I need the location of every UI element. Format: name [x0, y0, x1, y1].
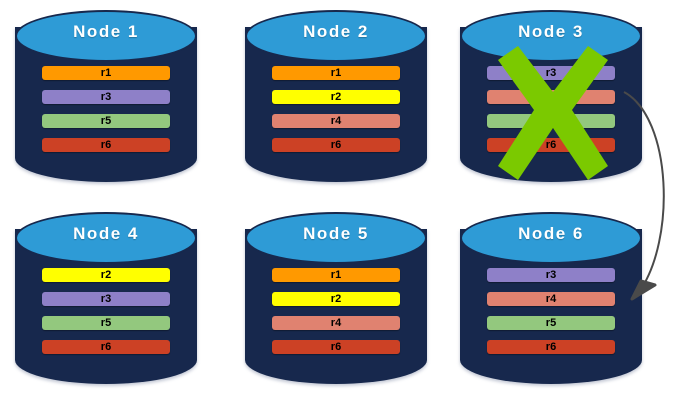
node-2[interactable]: Node 2 r1 r2 r4 r6: [245, 10, 427, 188]
replica-bar[interactable]: r5: [487, 316, 615, 330]
replica-bar[interactable]: r6: [272, 340, 400, 354]
node-6-label: Node 6: [518, 224, 584, 243]
replica-bar[interactable]: r1: [272, 268, 400, 282]
replica-bar[interactable]: r4: [272, 316, 400, 330]
node-1-cylinder-top: [15, 10, 197, 62]
replica-bar[interactable]: r2: [42, 268, 170, 282]
node-4-replica-list: r2 r3 r5 r6: [42, 268, 170, 354]
node-5[interactable]: Node 5 r1 r2 r4 r6: [245, 212, 427, 390]
replica-bar[interactable]: r3: [487, 66, 615, 80]
node-1-replica-list: r1 r3 r5 r6: [42, 66, 170, 152]
node-2-replica-list: r1 r2 r4 r6: [272, 66, 400, 152]
replica-bar[interactable]: r6: [272, 138, 400, 152]
replica-bar[interactable]: r3: [42, 292, 170, 306]
node-5-cylinder-top: [245, 212, 427, 264]
node-6-replica-list: r3 r4 r5 r6: [487, 268, 615, 354]
replica-bar[interactable]: r6: [42, 138, 170, 152]
replica-bar[interactable]: r3: [487, 268, 615, 282]
node-1-label: Node 1: [73, 22, 139, 41]
node-6[interactable]: Node 6 r3 r4 r5 r6: [460, 212, 642, 390]
node-4-label: Node 4: [73, 224, 139, 243]
node-5-replica-list: r1 r2 r4 r6: [272, 268, 400, 354]
node-5-label: Node 5: [303, 224, 369, 243]
replica-bar[interactable]: r5: [42, 316, 170, 330]
node-4[interactable]: Node 4 r2 r3 r5 r6: [15, 212, 197, 390]
replica-bar[interactable]: r4: [272, 114, 400, 128]
node-2-label: Node 2: [303, 22, 369, 41]
replica-bar[interactable]: r2: [272, 292, 400, 306]
replica-bar[interactable]: r6: [42, 340, 170, 354]
node-3-replica-list: r3 r4 r5 r6: [487, 66, 615, 152]
replica-bar[interactable]: r1: [42, 66, 170, 80]
replica-bar[interactable]: r6: [487, 340, 615, 354]
node-2-cylinder-top: [245, 10, 427, 62]
replica-bar[interactable]: r2: [272, 90, 400, 104]
replica-bar[interactable]: r5: [42, 114, 170, 128]
node-3-label: Node 3: [518, 22, 584, 41]
replica-bar[interactable]: r4: [487, 292, 615, 306]
replica-bar[interactable]: r3: [42, 90, 170, 104]
replica-bar[interactable]: r6: [487, 138, 615, 152]
replica-bar[interactable]: r1: [272, 66, 400, 80]
node-3[interactable]: Node 3 r3 r4 r5 r6: [460, 10, 642, 188]
node-4-cylinder-top: [15, 212, 197, 264]
replica-bar[interactable]: r4: [487, 90, 615, 104]
replica-bar[interactable]: r5: [487, 114, 615, 128]
node-1[interactable]: Node 1 r1 r3 r5 r6: [15, 10, 197, 188]
